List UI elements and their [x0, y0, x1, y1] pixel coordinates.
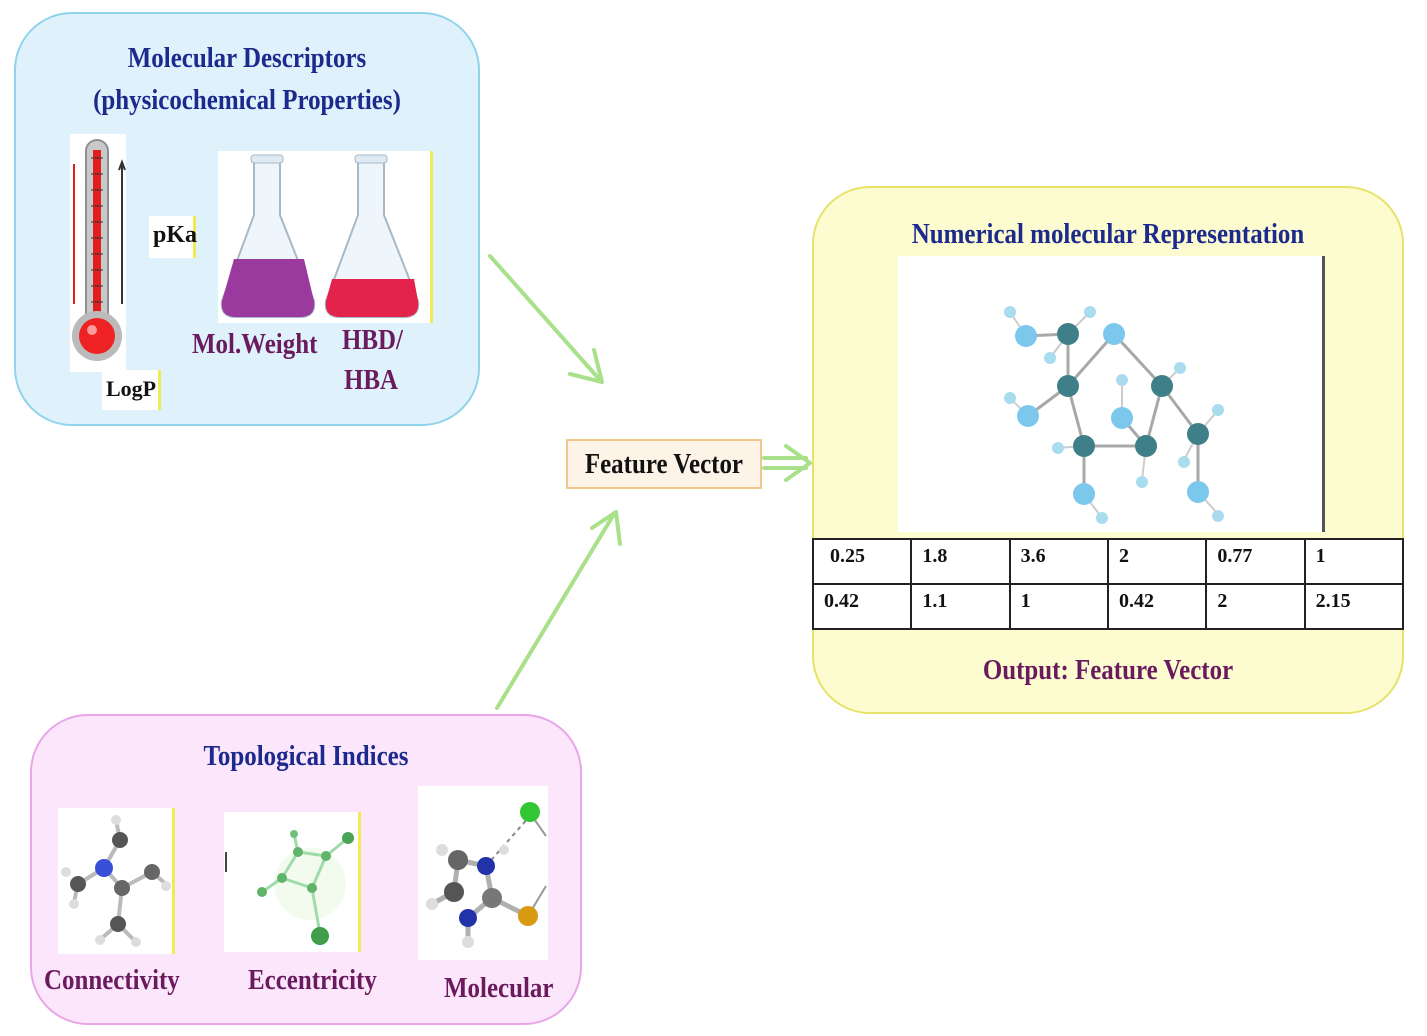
molecular-label: Molecular: [444, 972, 554, 1004]
table-cell: 1: [1303, 538, 1405, 585]
table-cell: 1.1: [910, 583, 1011, 630]
connectivity-label: Connectivity: [44, 964, 180, 996]
logp-label-box: LogP: [102, 370, 161, 410]
thermometer-image: [70, 134, 126, 372]
feature-vector-box: Feature Vector: [566, 439, 762, 489]
flask-icon: [220, 154, 420, 318]
numerical-representation-panel: Numerical molecular Representation: [812, 186, 1404, 714]
molecule-icon: [426, 802, 547, 948]
molecule-structure-image: [898, 256, 1325, 532]
table-cell: 3.6: [1008, 538, 1109, 585]
molecule-icon: [61, 815, 171, 947]
table-cell: 0.42: [1106, 583, 1208, 630]
molecular-molecule-image: [418, 786, 548, 960]
descriptors-title-line1: Molecular Descriptors: [127, 42, 367, 74]
pka-label-box: pKa: [149, 216, 198, 258]
molecule-icon: [1004, 306, 1224, 524]
logp-label: LogP: [106, 376, 157, 401]
thermometer-icon: [72, 139, 126, 361]
output-feature-vector-label: Output: Feature Vector: [982, 654, 1234, 686]
table-cell: 0.77: [1205, 538, 1306, 585]
table-row: 0.25 1.8 3.6 2 0.77 1: [811, 538, 1405, 585]
numerical-title: Numerical molecular Representation: [911, 218, 1305, 250]
arrow-feature-to-numerical: [762, 444, 812, 482]
eccentricity-label: Eccentricity: [248, 964, 377, 996]
table-cell: 2: [1205, 583, 1306, 630]
table-cell: 0.42: [811, 583, 913, 630]
molecular-descriptors-panel: Molecular Descriptors (physicochemical P…: [14, 12, 480, 426]
descriptors-title-line2: (physicochemical Properties): [93, 84, 401, 116]
table-cell: 1: [1008, 583, 1109, 630]
hba-label: HBA: [344, 364, 399, 396]
arrow-topological-to-feature: [495, 510, 622, 710]
table-row: 0.42 1.1 1 0.42 2 2.15: [811, 583, 1405, 630]
eccentricity-molecule-image: [224, 812, 361, 952]
table-cell: 2.15: [1303, 583, 1405, 630]
topological-indices-panel: Topological Indices: [30, 714, 582, 1025]
topological-title: Topological Indices: [203, 740, 409, 772]
mol-weight-label: Mol.Weight: [192, 328, 318, 360]
table-cell: 0.25: [811, 538, 913, 585]
connectivity-molecule-image: [58, 808, 175, 954]
feature-vector-label: Feature Vector: [584, 448, 744, 480]
table-cell: 1.8: [910, 538, 1011, 585]
arrow-descriptors-to-feature: [488, 254, 604, 384]
molecule-icon: [225, 830, 354, 945]
table-cell: 2: [1106, 538, 1208, 585]
pka-label: pKa: [153, 222, 198, 248]
hbd-label: HBD/: [342, 324, 403, 356]
flasks-image: [218, 151, 433, 323]
feature-vector-table: 0.25 1.8 3.6 2 0.77 1 0.42 1.1 1 0.42 2 …: [811, 538, 1405, 630]
